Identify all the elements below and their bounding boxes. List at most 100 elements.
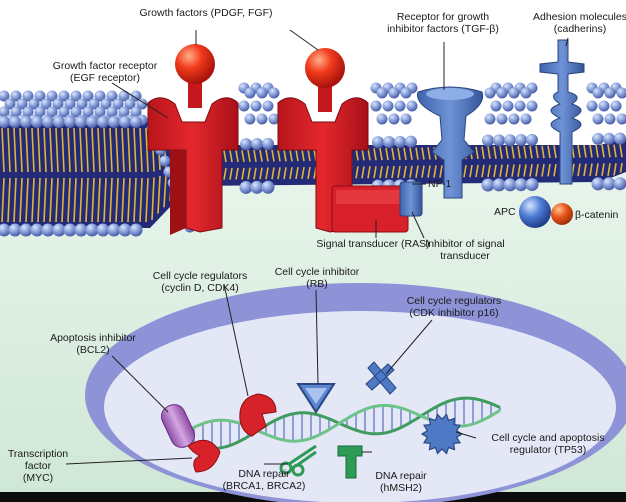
lipid-head: [129, 223, 143, 237]
lipid-tail: [271, 167, 275, 180]
lipid-tail: [235, 167, 239, 180]
dna-double-helix: [175, 396, 501, 450]
lipid-head: [97, 116, 109, 128]
lipid-head: [496, 87, 508, 99]
lipid-head: [613, 177, 626, 191]
p16-cdk-inhibitor: [365, 361, 397, 395]
lipid-tail: [361, 166, 365, 179]
lipid-tail: [415, 165, 419, 178]
beta-catenin-protein: [551, 203, 573, 225]
label-apc: APC: [494, 206, 516, 218]
lipid-tail: [235, 150, 239, 163]
lipid-head: [383, 136, 395, 149]
lipid-head: [52, 223, 66, 237]
lipid-head: [382, 100, 394, 112]
lipid-tail: [103, 177, 107, 223]
lipid-tail: [25, 127, 29, 173]
lipid-tail: [163, 174, 167, 208]
lipid-head: [108, 116, 120, 128]
lipid-tail: [547, 145, 551, 159]
lipid-tail: [487, 146, 491, 159]
lipid-tail: [265, 167, 269, 180]
lipid-tail: [139, 127, 143, 173]
lipid-head: [372, 136, 384, 149]
lipid-tail: [409, 165, 413, 178]
lipid-tail: [529, 164, 533, 177]
lipid-tail: [541, 163, 545, 177]
lipid-head: [602, 177, 616, 191]
lipid-tail: [613, 144, 617, 158]
lipid-tail: [379, 148, 383, 161]
lipid-head: [504, 134, 516, 147]
lipid-tail: [271, 149, 275, 162]
lipid-tail: [403, 165, 407, 178]
lipid-tail: [229, 167, 233, 180]
lipid-tail: [301, 166, 305, 180]
lipid-tail: [499, 146, 503, 159]
lipid-tail: [439, 165, 443, 178]
lipid-head: [94, 106, 106, 118]
lipid-head: [514, 100, 526, 112]
lipid-tail: [19, 177, 23, 223]
growth-factor-ball-1: [175, 44, 215, 108]
label-tp53: Cell cycle and apoptosis regulator (TP53…: [491, 432, 605, 456]
lipid-tail: [223, 167, 227, 180]
lipid-tail: [31, 127, 35, 173]
label-growth-factors: Growth factors (PDGF, FGF): [139, 7, 273, 19]
lipid-tail: [367, 166, 371, 179]
lipid-head: [490, 100, 502, 112]
lipid-tail: [535, 164, 539, 177]
lipid-tail: [307, 149, 311, 162]
lipid-head: [9, 116, 21, 128]
lipid-tail: [43, 127, 47, 173]
lipid-head: [82, 90, 94, 102]
lipid-tail: [379, 165, 383, 179]
lipid-head: [370, 100, 382, 112]
lipid-head: [118, 106, 130, 118]
lipid-head: [256, 113, 268, 125]
lipid-tail: [253, 149, 257, 162]
lipid-tail: [295, 149, 299, 162]
lipid-head: [520, 87, 532, 99]
lipid-head: [86, 116, 98, 128]
lipid-head: [400, 87, 412, 99]
lipid-head: [526, 100, 538, 112]
lipid-head: [388, 113, 400, 125]
lipid-head: [64, 98, 76, 110]
lipid-tail: [259, 167, 263, 180]
lipid-head: [16, 98, 28, 110]
lipid-tail: [1, 177, 5, 223]
lipid-head: [64, 116, 76, 128]
lipid-tail: [277, 167, 281, 180]
lipid-tail: [61, 127, 65, 173]
lipid-head: [76, 98, 88, 110]
lipid-head: [119, 116, 131, 128]
lipid-tail: [589, 163, 593, 177]
lipid-head: [610, 100, 622, 112]
lipid-head: [262, 100, 274, 112]
lipid-tail: [289, 149, 293, 162]
lipid-tail: [91, 177, 95, 223]
lipid-tail: [535, 145, 539, 159]
lipid-head: [63, 223, 77, 237]
lipid-head: [520, 113, 532, 125]
lipid-head: [0, 90, 10, 102]
lipid-head: [526, 133, 538, 146]
lipid-tail: [601, 144, 605, 158]
lipid-head: [42, 116, 54, 128]
lipid-tail: [247, 167, 251, 180]
tgf-beta-receptor: [416, 86, 484, 199]
lipid-tail: [7, 177, 11, 223]
lipid-head: [376, 87, 388, 99]
lipid-head: [261, 180, 275, 194]
lipid-tail: [145, 127, 149, 173]
label-signal-transducer: Signal transducer (RAS): [316, 238, 430, 250]
lipid-tail: [97, 177, 101, 223]
label-dna-repair-hmsh2: DNA repair (hMSH2): [375, 470, 427, 494]
lipid-head: [376, 113, 388, 125]
lipid-head: [481, 178, 495, 192]
lipid-head: [262, 137, 274, 150]
lipid-head: [130, 116, 142, 128]
lipid-head: [604, 113, 616, 125]
ras-signal-transducer: [331, 185, 409, 233]
